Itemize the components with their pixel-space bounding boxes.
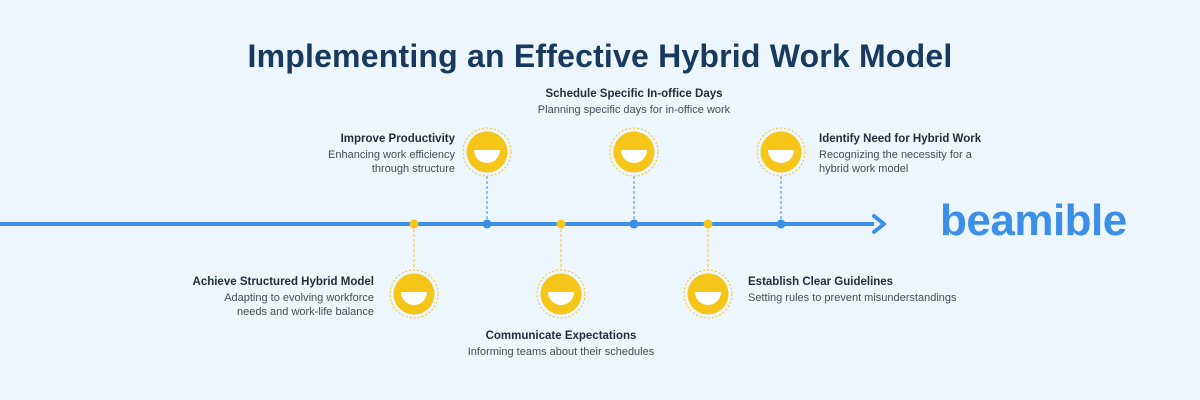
step-label-3: Communicate Expectations Informing teams… <box>441 330 681 359</box>
smile-face-icon <box>536 269 586 319</box>
smile-face-icon <box>389 269 439 319</box>
timeline-dot-6 <box>776 219 786 229</box>
step-description: Recognizing the necessity for a hybrid w… <box>819 149 972 175</box>
timeline-dot-4 <box>629 219 639 229</box>
timeline-dot-3 <box>556 219 566 229</box>
timeline-dot-1 <box>409 219 419 229</box>
step-heading: Establish Clear Guidelines <box>748 276 894 288</box>
timeline-dot-2 <box>482 219 492 229</box>
smile-face-icon <box>462 127 512 177</box>
smile-face-icon <box>609 127 659 177</box>
step-label-1: Achieve Structured Hybrid Model Adapting… <box>134 276 374 319</box>
step-heading: Improve Productivity <box>340 133 455 145</box>
step-description: Planning specific days for in-office wor… <box>537 104 731 116</box>
step-label-4: Schedule Specific In-office Days Plannin… <box>514 88 754 117</box>
step-label-2: Improve Productivity Enhancing work effi… <box>215 133 455 176</box>
step-heading: Identify Need for Hybrid Work <box>819 133 982 145</box>
brand-logo: beamible <box>940 196 1127 245</box>
step-heading: Communicate Expectations <box>485 330 637 342</box>
step-heading: Achieve Structured Hybrid Model <box>192 276 374 288</box>
smile-face-icon <box>683 269 733 319</box>
smile-face-icon <box>756 127 806 177</box>
timeline-arrowhead <box>872 214 886 234</box>
timeline-dot-5 <box>703 219 713 229</box>
step-description: Informing teams about their schedules <box>467 346 655 358</box>
step-label-6: Identify Need for Hybrid Work Recognizin… <box>819 133 999 176</box>
step-heading: Schedule Specific In-office Days <box>545 88 723 100</box>
step-description: Setting rules to prevent misunderstandin… <box>748 292 957 304</box>
step-label-5: Establish Clear Guidelines Setting rules… <box>748 276 988 305</box>
step-description: Adapting to evolving workforce needs and… <box>224 292 374 318</box>
step-description: Enhancing work efficiency through struct… <box>328 149 455 175</box>
page-title: Implementing an Effective Hybrid Work Mo… <box>247 38 953 74</box>
